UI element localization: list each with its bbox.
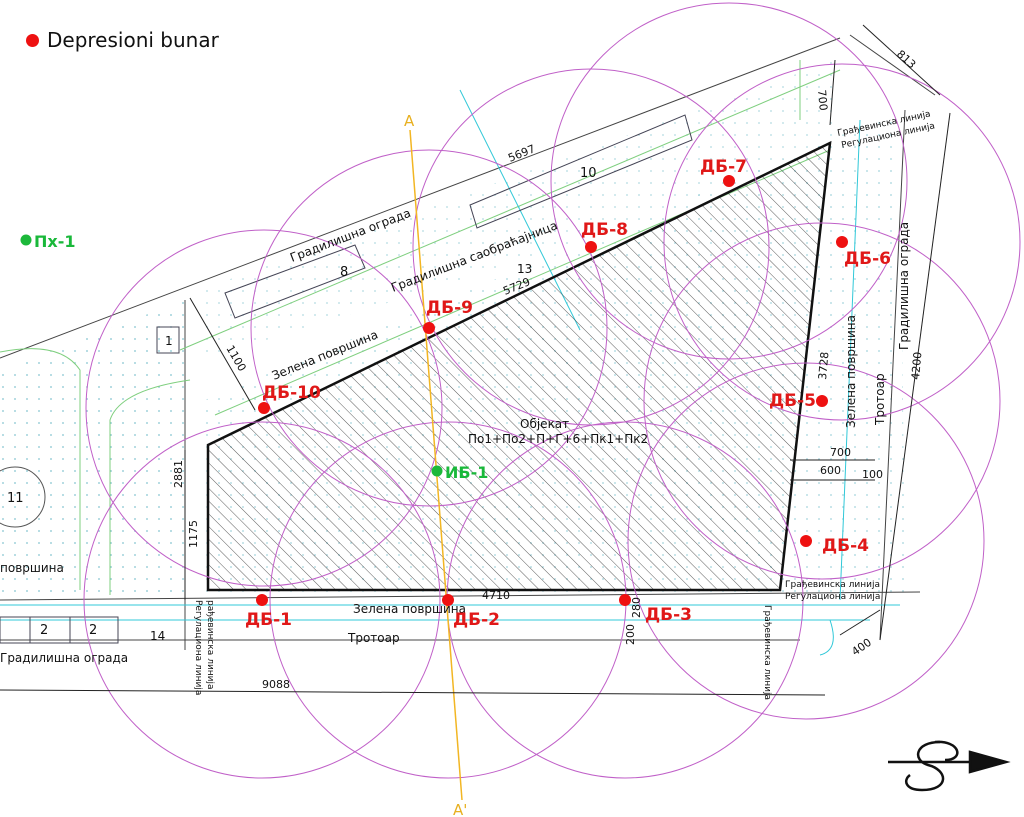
section-label-end: A' (453, 801, 467, 817)
road-rectangles (0, 114, 693, 644)
zone-13: 13 (517, 262, 532, 276)
building-footprint (206, 140, 832, 592)
radius-circle (83, 421, 441, 779)
section-line (409, 129, 463, 801)
north-arrow-icon (888, 740, 1011, 792)
dim-200: 200 (624, 624, 637, 645)
well-marker (442, 594, 454, 606)
section-label-start: A (404, 112, 415, 130)
piezometer-marker (20, 234, 32, 246)
object-label: Објекат (520, 417, 569, 431)
well-marker (585, 241, 597, 253)
dim-700-top: 700 (815, 89, 830, 111)
well-label: ДБ-1 (245, 610, 292, 630)
fence-s-label: Градилишна ограда (0, 651, 128, 665)
well-label: ДБ-5 (769, 391, 816, 411)
dim-2881: 2881 (172, 460, 185, 488)
zone-10: 10 (580, 166, 597, 181)
well-label: ДБ-7 (700, 157, 747, 177)
well-label: ДБ-10 (262, 383, 321, 403)
fence-e-label: Градилишна ограда (897, 222, 911, 350)
legend-well-marker-icon (26, 33, 39, 47)
legend-label: Depresioni bunar (47, 28, 219, 52)
dim-4710: 4710 (482, 589, 510, 602)
dimension-lines (0, 24, 951, 696)
dim-600: 600 (820, 464, 841, 477)
building-line-se-label: Грађевинска линија (785, 580, 880, 590)
sidewalk-s-label: Тротоар (347, 631, 400, 645)
zone-8: 8 (340, 265, 348, 280)
dim-3728: 3728 (816, 351, 831, 380)
well-label: ДБ-4 (822, 536, 869, 556)
dim-700-e: 700 (830, 446, 851, 459)
well-label: ДБ-8 (581, 220, 628, 240)
sidewalk-e-label: Тротоар (873, 373, 887, 426)
zone-numbers: 11 1 2 2 8 10 13 14 (0, 166, 597, 643)
radius-circle (663, 63, 1021, 421)
dim-1100: 1100 (223, 343, 248, 374)
radius-circle (250, 149, 608, 507)
well-label: ДБ-2 (453, 610, 500, 630)
well-marker (423, 322, 435, 334)
dim-400: 400 (849, 636, 874, 659)
well-marker (836, 236, 848, 248)
well-marker (256, 594, 268, 606)
depression-wells: ДБ-1 ДБ-2 ДБ-3 ДБ-4 ДБ-5 ДБ-6 ДБ-7ДБ-8ДБ-9ДБ-1… (245, 157, 891, 630)
building-line-w-label: рађевинска линија (205, 600, 215, 690)
well-marker (619, 594, 631, 606)
object-levels-label: По1+По2+П+Г+6+Пк1+Пк2 (468, 432, 648, 446)
piezometers: Пх-1ИБ-1 (20, 232, 488, 482)
radius-circle (627, 362, 985, 720)
zone-2a: 2 (40, 623, 48, 638)
well-marker (723, 175, 735, 187)
piezometer-marker (431, 465, 443, 477)
dim-9088: 9088 (262, 678, 290, 691)
building-line-s-label: Грађевинска линија (762, 605, 772, 700)
radius-circle (412, 68, 770, 426)
dim-4200: 4200 (909, 351, 924, 380)
zone-1: 1 (165, 334, 173, 348)
radius-circle (85, 229, 443, 587)
green-area-e-label: Зелена површина (844, 315, 858, 428)
dim-280: 280 (630, 597, 643, 618)
dim-100: 100 (862, 468, 883, 481)
radius-circle (643, 222, 1001, 580)
dim-813: 813 (894, 48, 918, 72)
green-area-s-label: Зелена површина (353, 602, 466, 616)
zone-2b: 2 (89, 623, 97, 638)
well-label: ДБ-6 (844, 249, 891, 269)
well-marker (258, 402, 270, 414)
well-label: ДБ-9 (426, 298, 473, 318)
piezometer-label: ИБ-1 (445, 463, 488, 482)
dim-1175: 1175 (187, 520, 200, 548)
green-area-w-label: површина (0, 561, 64, 575)
well-marker (800, 535, 812, 547)
zone-14: 14 (150, 629, 165, 643)
regulation-line-w-label: Регулациона линија (193, 600, 203, 695)
well-marker (816, 395, 828, 407)
legend: Depresioni bunar (26, 28, 219, 52)
regulation-line-se-label: Регулациона линија (785, 592, 880, 602)
dim-5697: 5697 (506, 142, 537, 165)
zone-11: 11 (7, 491, 24, 506)
piezometer-label: Пх-1 (34, 232, 75, 251)
well-label: ДБ-3 (645, 605, 692, 625)
